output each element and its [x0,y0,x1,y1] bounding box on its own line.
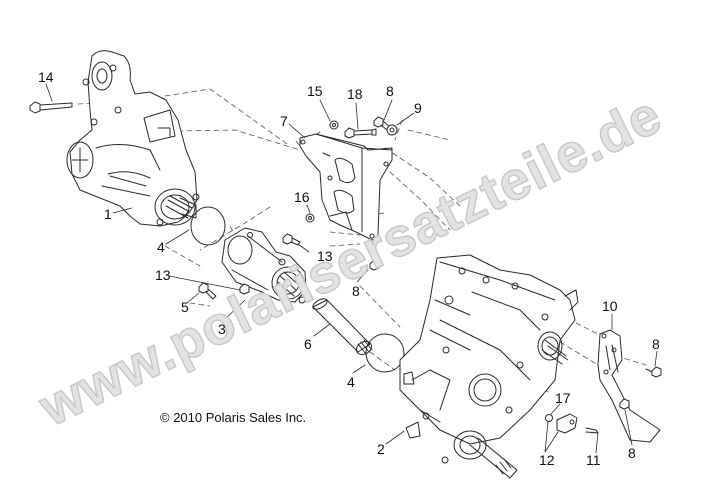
copyright-notice: © 2010 Polaris Sales Inc. [160,410,307,425]
callout-8-right-upper: 8 [652,336,660,352]
callout-14: 14 [38,69,54,85]
part-8-bolt-middle [369,259,380,271]
part-4-o-ring-upper [190,206,226,246]
part-upper-fasteners [329,116,398,139]
callout-13-left: 13 [155,267,171,283]
callout-8-middle: 8 [352,283,360,299]
part-6-drive-sleeve [312,298,373,356]
callout-4-lower: 4 [347,374,355,390]
part-10-rear-bracket [597,329,661,443]
callout-3: 3 [218,321,226,337]
part-front-gearcase [66,50,200,227]
callout-13-right: 13 [317,248,333,264]
part-8-bolts-right [619,366,662,410]
callout-5: 5 [181,299,189,315]
part-3-coupler-housing [221,227,307,304]
part-13-bolts [239,233,301,295]
callout-18: 18 [347,86,363,102]
callout-7: 7 [280,113,288,129]
part-7-mounting-bracket [299,133,393,241]
part-sensor-fasteners [545,413,599,434]
callout-17: 17 [555,390,571,406]
part-5-bolt [198,282,217,300]
callout-8-right-lower: 8 [628,445,636,461]
callout-leader-lines [45,83,658,454]
callout-10: 10 [602,298,618,314]
callout-1: 1 [104,206,112,222]
callout-8-top: 8 [386,83,394,99]
callout-6: 6 [304,336,312,352]
callout-12: 12 [539,452,555,468]
callout-9: 9 [414,100,422,116]
part-4-o-ring-lower [365,333,405,373]
callout-15: 15 [307,83,323,99]
part-14-long-bolt [29,101,73,114]
callout-2: 2 [377,441,385,457]
part-16-washer [305,213,315,223]
callout-16: 16 [294,189,310,205]
callout-11: 11 [586,452,601,468]
callout-4-upper: 4 [157,239,165,255]
part-2-transmission [399,254,579,479]
